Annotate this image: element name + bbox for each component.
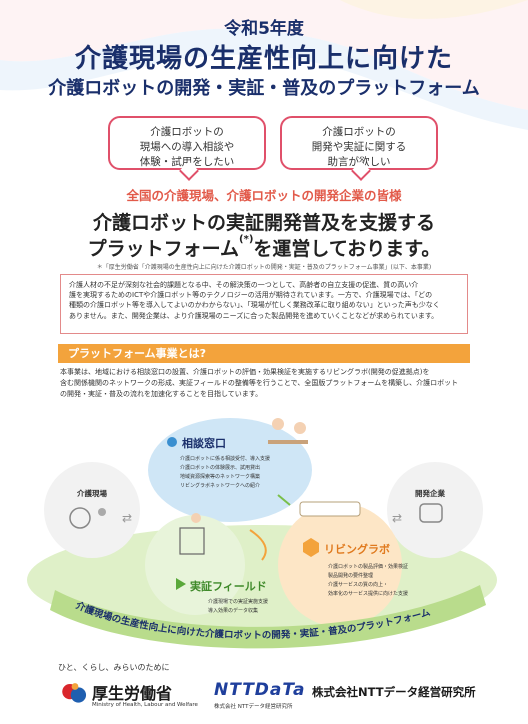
consult-title: 相談窓口 — [182, 436, 226, 450]
section-line: の開発・実証・普及の流れを加速化することを目指しています。 — [60, 390, 263, 398]
bed-shape — [299, 501, 361, 517]
person-icon — [191, 513, 201, 523]
mhlw-english-name: Ministry of Health, Labour and Welfare — [92, 702, 198, 708]
livinglab-item: 介護ロボットの製品評価・効果検証 — [328, 563, 408, 570]
lead-footnote-mark: (*) — [239, 234, 254, 245]
ntt-small-name: 株式会社 NTTデータ経営研究所 — [214, 704, 293, 710]
title-year: 令和5年度 — [224, 19, 304, 39]
lead-line2: プラットフォーム(*)を運営しております。 — [0, 234, 528, 261]
desk-shape — [268, 440, 308, 444]
intro-line: 護を実現するためのICTや介護ロボット等のテクノロジーの活用が期待されています。… — [69, 291, 433, 300]
intro-line: ありません。また、開発企業は、より介護現場のニーズに合った製品開発を進めていくこ… — [69, 311, 439, 320]
person-icon — [294, 422, 306, 434]
livinglab-item: 介護サービスの質の向上・ — [328, 581, 388, 588]
arrow-left-right-icon: ⇄ — [392, 511, 402, 525]
bubble-right-line2: 開発や実証に関する — [311, 141, 407, 153]
consult-item: 地域資源探索等のネットワーク構築 — [180, 473, 260, 480]
footer-tagline: ひと、くらし、みらいのために — [58, 663, 170, 672]
speech-bubble-right: 介護ロボットの 開発や実証に関する 助言が欲しい — [280, 116, 438, 170]
cycle-arrow — [249, 529, 267, 561]
consult-item: 介護ロボットの体験展示、試用貸出 — [180, 464, 260, 471]
care-site-label: 介護現場 — [76, 488, 107, 498]
ribbon-band — [50, 585, 486, 649]
field-circle — [145, 515, 245, 615]
field-title: 実証フィールド — [190, 579, 267, 593]
livinglab-circle — [278, 503, 402, 627]
footnote: ＊「厚生労働省「介護現場の生産性向上に向けた介護ロボットの開発・実証・普及のプラ… — [96, 264, 432, 271]
lead-line2-b: を運営しております。 — [253, 238, 441, 260]
person-icon — [167, 437, 177, 447]
page-title: 介護現場の生産性向上に向けた — [74, 44, 453, 74]
section-line: 含む関係機関のネットワークの形成、実証フィールドの整備等を行うことで、全国版プラ… — [60, 379, 459, 387]
ntt-company-name: 株式会社NTTデータ経営研究所 — [312, 685, 476, 699]
bubble-left-line1: 介護ロボットの — [150, 126, 224, 138]
bubble-right-line1: 介護ロボットの — [322, 126, 396, 138]
consult-item: 介護ロボットに係る相談受付、導入支援 — [180, 455, 270, 462]
wheelchair-icon — [69, 507, 91, 529]
consult-item: リビングラボネットワークへの紹介 — [180, 482, 260, 489]
livinglab-title: リビングラボ — [324, 542, 390, 556]
bubble-left-line2: 現場への導入相談や — [139, 141, 235, 153]
livinglab-item: 効率化のサービス提供に向けた支援 — [328, 590, 408, 597]
intro-line: 種類の介護ロボット等を導入してよいのかわからない」、「現場が忙しく業務改革に取り… — [69, 301, 440, 310]
target-audience: 全国の介護現場、介護ロボットの開発企業の皆様 — [126, 188, 402, 203]
field-item: 介護現場での実証実施支援 — [208, 598, 268, 605]
ntt-data-logo: NTTDaTa — [214, 680, 306, 700]
care-site-circle — [44, 462, 140, 558]
page-subtitle: 介護ロボットの開発・実証・普及のプラットフォーム — [48, 78, 480, 99]
lead-line2-a: プラットフォーム — [87, 238, 240, 260]
developer-circle — [387, 462, 483, 558]
section-heading: プラットフォーム事業とは? — [58, 344, 470, 363]
robot-icon — [419, 503, 443, 523]
lead-line1: 介護ロボットの実証開発普及を支援する — [92, 212, 435, 234]
hexagon-icon — [303, 538, 319, 557]
livinglab-item: 製品開発の要件整理 — [328, 572, 373, 579]
intro-box: 介護人材の不足が深刻な社会的課題となる中、その解決策の一つとして、高齢者の自立支… — [60, 274, 468, 334]
person-icon — [98, 508, 106, 516]
mhlw-name: 厚生労働省 — [92, 684, 173, 703]
cycle-arrow — [277, 494, 291, 506]
arrow-left-right-icon: ⇄ — [122, 511, 132, 525]
section-body: 本事業は、地域における相談窓口の設置、介護ロボットの評価・効果検証を実施するリビ… — [60, 367, 470, 400]
mhlw-logo-icon — [62, 683, 87, 703]
person-icon — [272, 418, 284, 430]
green-triangle-icon — [176, 578, 186, 590]
developer-label: 開発企業 — [415, 488, 445, 498]
field-item: 導入効果のデータ収集 — [208, 607, 258, 614]
section-line: 本事業は、地域における相談窓口の設置、介護ロボットの評価・効果検証を実施するリビ… — [60, 368, 430, 376]
intro-line: 介護人材の不足が深刻な社会的課題となる中、その解決策の一つとして、高齢者の自立支… — [69, 281, 419, 289]
walker-shape — [179, 527, 205, 555]
platform-diagram: 介護現場の生産性向上に向けた介護ロボットの開発・実証・普及のプラットフォーム 相… — [27, 418, 497, 649]
